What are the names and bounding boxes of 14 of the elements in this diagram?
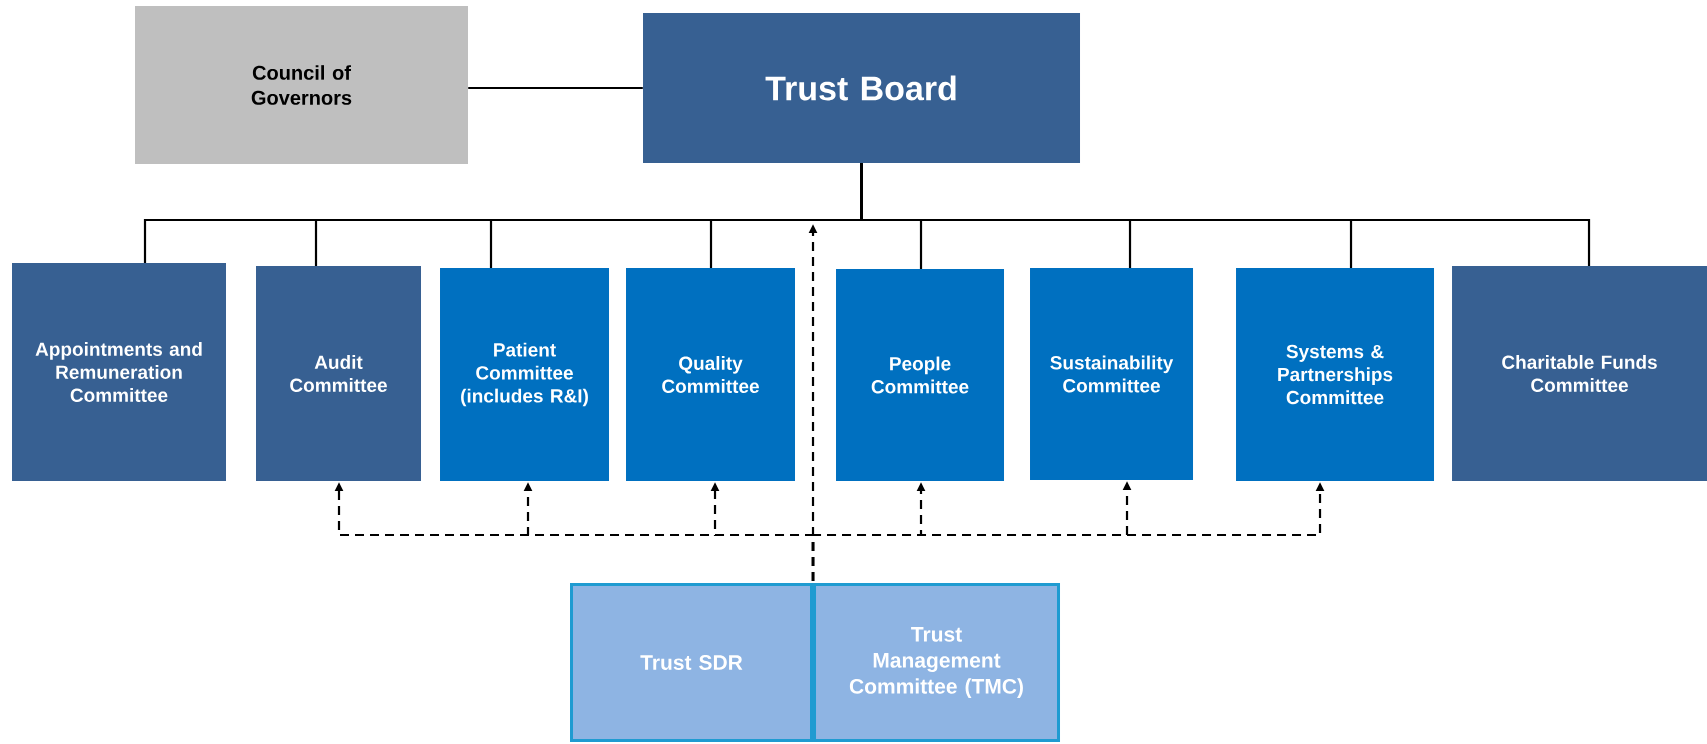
committee-box: Charitable Funds Committee [1452,266,1707,481]
committee-box: Systems & Partnerships Committee [1236,268,1434,481]
committee-box: Audit Committee [256,266,421,481]
group-box: Trust Management Committee (TMC) [813,583,1060,742]
board-box: Trust Board [643,13,1080,163]
connector-line [860,163,1591,266]
committee-box: Patient Committee (includes R&I) [440,268,609,481]
connector-line [468,86,643,90]
committee-box: Sustainability Committee [1030,268,1193,480]
committee-box: Quality Committee [626,268,795,481]
group-box: Council of Governors [135,6,468,164]
group-box: Trust SDR [570,583,813,742]
committee-box: Appointments and Remuneration Committee [12,263,226,481]
committee-box: People Committee [836,269,1004,481]
